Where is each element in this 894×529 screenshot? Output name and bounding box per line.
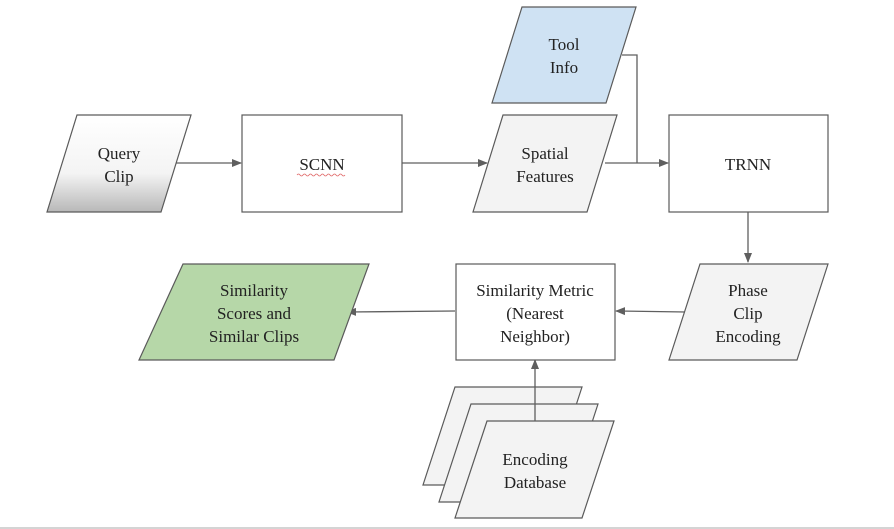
node-phase-clip-encoding: Phase Clip Encoding [668,263,829,361]
bottom-divider [0,527,894,529]
trnn-label: TRNN [725,155,771,174]
spellcheck-underline [296,173,346,177]
similarity-scores-label-line2: Scores and [217,304,292,323]
spatial-features-shape [472,114,618,213]
spatial-features-label-line2: Features [516,167,574,186]
encoding-database-label-line1: Encoding [502,450,568,469]
trnn-box [668,114,829,213]
similarity-scores-label-line1: Similarity [220,281,289,300]
node-encoding-database: Encoding Database [422,386,615,519]
spatial-features-label-line1: Spatial [521,144,568,163]
scnn-box [241,114,403,213]
edges [170,54,752,421]
scnn-label: SCNN [299,155,344,174]
edge-toolinfo-to-trnn [622,54,638,163]
database-layer-front [454,420,615,519]
similarity-scores-shape [138,263,370,361]
tool-info-label-line2: Info [550,58,578,77]
phase-clip-encoding-shape [668,263,829,361]
query-clip-label-line1: Query [98,144,141,163]
tool-info-label-line1: Tool [549,35,580,54]
edge-metric-to-scores [346,307,456,316]
node-tool-info: Tool Info [491,6,637,104]
node-scnn: SCNN [241,114,403,213]
node-similarity-scores: Similarity Scores and Similar Clips [138,263,370,361]
node-similarity-metric: Similarity Metric (Nearest Neighbor) [455,263,616,361]
node-query-clip: Query Clip [46,114,192,213]
phase-clip-encoding-label-line1: Phase [728,281,768,300]
tool-info-shape [491,6,637,104]
query-clip-shape [46,114,192,213]
similarity-metric-box [455,263,616,361]
query-clip-label-line2: Clip [104,167,133,186]
similarity-metric-label-line3: Neighbor) [500,327,570,346]
node-spatial-features: Spatial Features [472,114,618,213]
similarity-scores-label-line3: Similar Clips [209,327,299,346]
similarity-metric-label-line1: Similarity Metric [476,281,594,300]
edge-phase-to-metric [615,307,687,316]
phase-clip-encoding-label-line3: Encoding [715,327,781,346]
phase-clip-encoding-label-line2: Clip [733,304,762,323]
similarity-metric-label-line2: (Nearest [506,304,564,323]
encoding-database-label-line2: Database [504,473,566,492]
node-trnn: TRNN [668,114,829,213]
